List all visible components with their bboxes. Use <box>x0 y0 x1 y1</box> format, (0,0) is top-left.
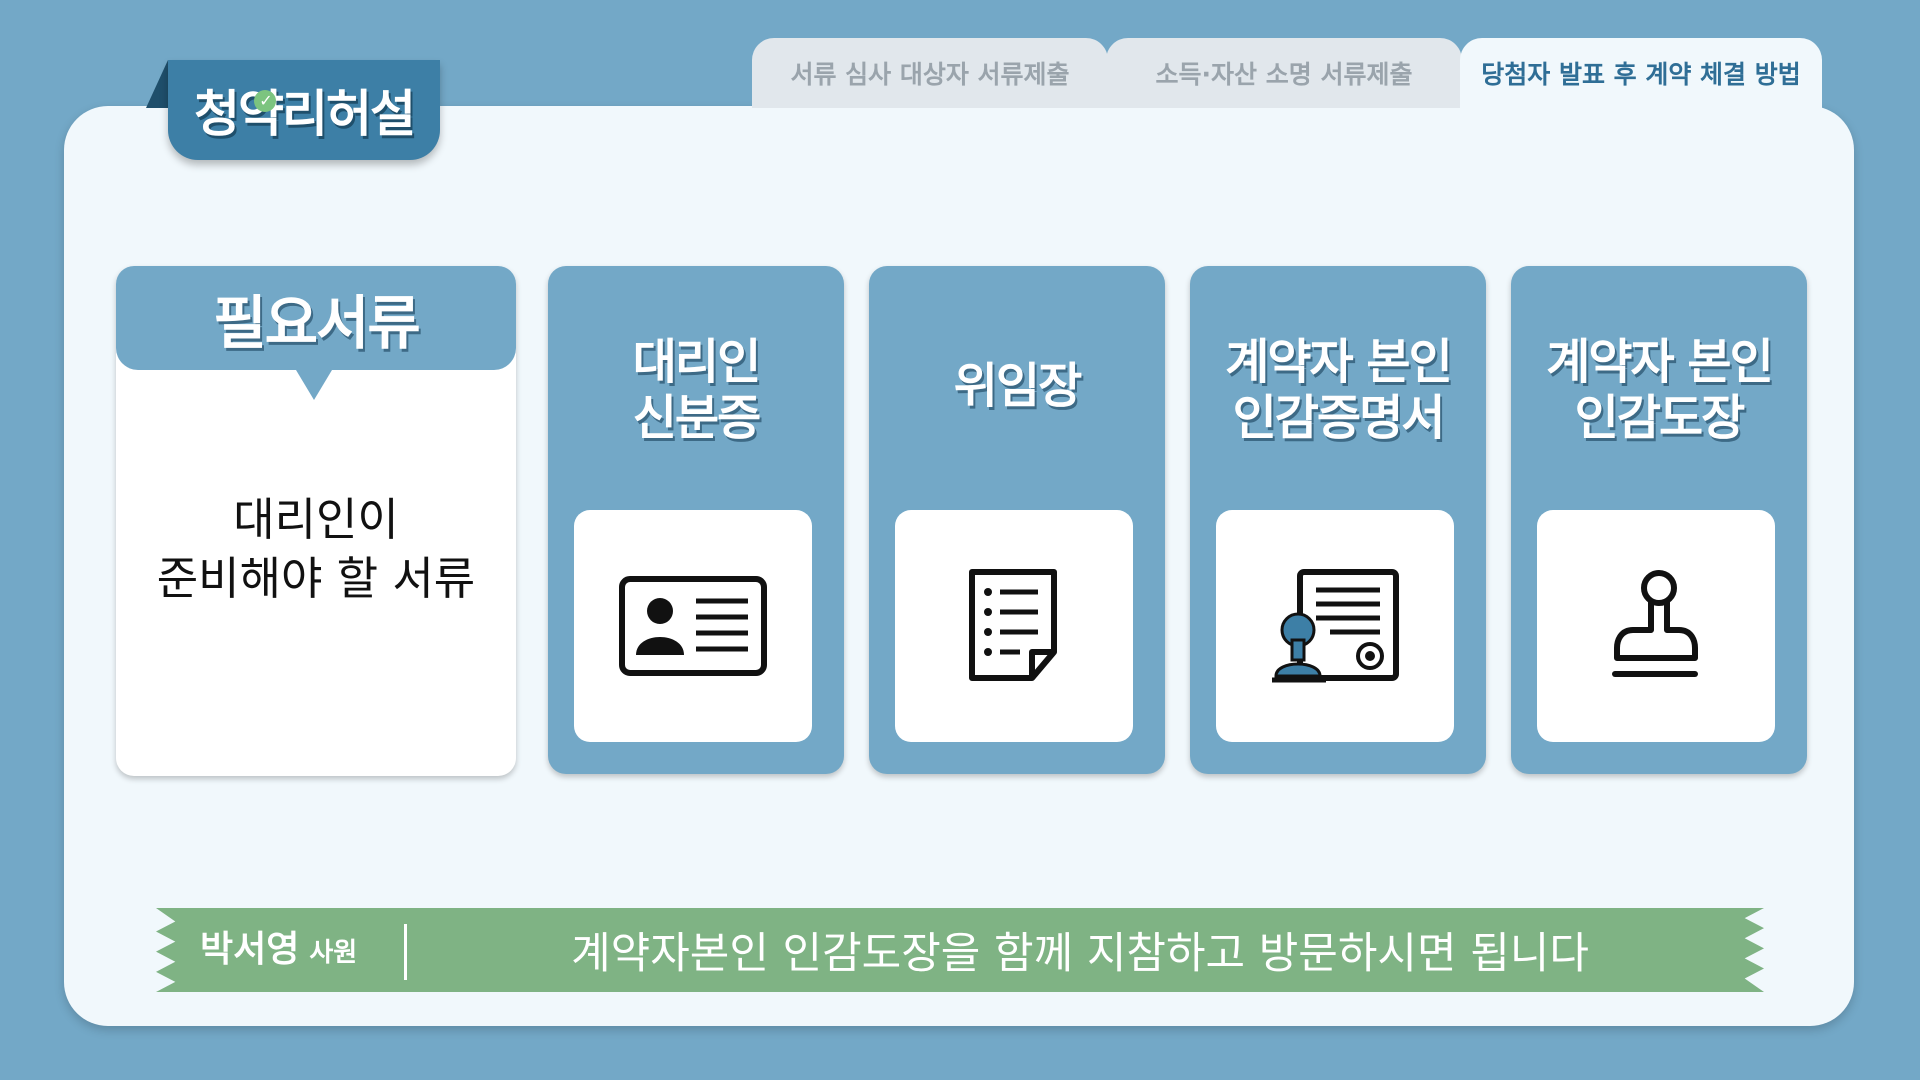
card-icon-box <box>1537 510 1775 742</box>
document-card-agent-id: 대리인 신분증 <box>548 266 844 774</box>
card-icon-box <box>1216 510 1454 742</box>
logo: 청약리허설 ✓ <box>168 60 440 160</box>
description-line-2: 준비해야 할 서류 <box>156 552 476 605</box>
tab-income-asset[interactable]: 소득·자산 소명 서류제출 <box>1106 38 1462 108</box>
subtitle-banner <box>156 908 1764 992</box>
card-title: 위임장 <box>869 358 1165 414</box>
document-card-seal-stamp: 계약자 본인 인감도장 <box>1511 266 1807 774</box>
id-card-icon <box>619 576 767 676</box>
tab-label: 당첨자 발표 후 계약 체결 방법 <box>1481 60 1801 89</box>
stamp-icon <box>1612 570 1698 677</box>
card-title-line-2: 인감증명서 <box>1232 390 1446 446</box>
tab-document-review[interactable]: 서류 심사 대상자 서류제출 <box>752 38 1108 108</box>
subtitle-caption: 계약자본인 인감도장을 함께 지참하고 방문하시면 됩니다 <box>571 929 1589 979</box>
tab-label: 서류 심사 대상자 서류제출 <box>790 60 1070 89</box>
required-documents-description: 대리인이 준비해야 할 서류 <box>116 490 516 608</box>
card-title: 대리인 신분증 <box>548 334 844 446</box>
card-title-line-1: 계약자 본인 <box>1225 334 1453 390</box>
card-title-line-1: 위임장 <box>953 358 1082 414</box>
required-documents-card: 필요서류 <box>116 266 516 776</box>
document-icon <box>969 569 1057 681</box>
document-card-seal-certificate: 계약자 본인 인감증명서 <box>1190 266 1486 774</box>
tab-contract-method[interactable]: 당첨자 발표 후 계약 체결 방법 <box>1460 38 1822 108</box>
callout-pointer <box>296 370 332 400</box>
card-title: 계약자 본인 인감증명서 <box>1190 334 1486 446</box>
card-title-line-2: 인감도장 <box>1574 390 1746 446</box>
speaker-label: 박서영 사원 <box>200 920 357 980</box>
description-line-1: 대리인이 <box>233 493 399 546</box>
card-title-line-1: 대리인 <box>632 334 761 390</box>
required-documents-title: 필요서류 <box>116 266 516 370</box>
speaker-name: 박서영 <box>200 929 300 970</box>
document-card-power-of-attorney: 위임장 <box>869 266 1165 774</box>
card-title: 계약자 본인 인감도장 <box>1511 334 1807 446</box>
card-title-line-1: 계약자 본인 <box>1546 334 1774 390</box>
tab-label: 소득·자산 소명 서류제출 <box>1155 60 1413 89</box>
card-icon-box <box>574 510 812 742</box>
speaker-divider <box>404 924 407 980</box>
card-title-line-2: 신분증 <box>632 390 761 446</box>
required-documents-title-text: 필요서류 <box>213 289 420 357</box>
logo-fold <box>146 60 168 108</box>
certificate-icon <box>1272 569 1399 683</box>
speaker-role: 사원 <box>309 938 358 968</box>
logo-text: 청약리허설 <box>194 85 416 143</box>
check-icon: ✓ <box>254 90 276 112</box>
card-icon-box <box>895 510 1133 742</box>
subtitle-text: 계약자본인 인감도장을 함께 지참하고 방문하시면 됩니다 <box>430 908 1730 992</box>
